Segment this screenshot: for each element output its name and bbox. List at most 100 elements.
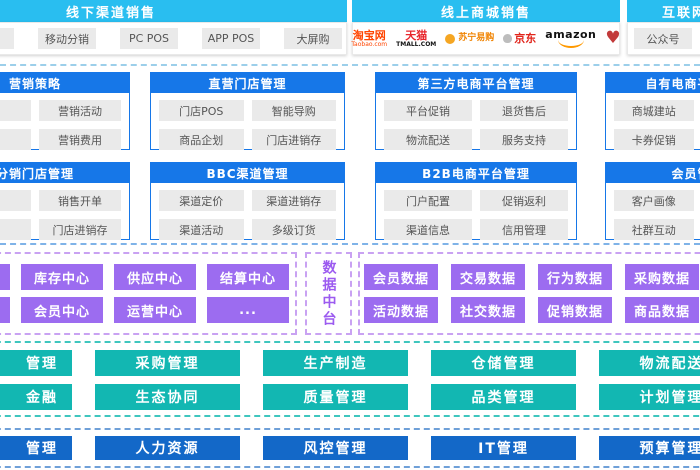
mgmt-item xyxy=(0,129,31,150)
data-block: 活动数据 xyxy=(364,297,438,323)
data-blocks-row: 活动数据 社交数据 促销数据 商品数据 xyxy=(360,297,700,323)
taobao-logo: 淘宝网 Taobao.com xyxy=(351,30,387,48)
data-block: 促销数据 xyxy=(538,297,612,323)
mgmt-box-items: 商城建站 卡券促销 xyxy=(606,93,700,157)
supply-block: 采购管理 xyxy=(95,350,240,376)
jd-logo: 京东 xyxy=(503,33,536,44)
business-centers-group: 库存中心 供应中心 结算中心 会员中心 运营中心 ... xyxy=(0,252,297,335)
centers-row: 会员中心 运营中心 ... xyxy=(0,297,295,323)
online-platform-logos: 淘宝网 Taobao.com 天猫 TMALL.COM 苏宁易购 京东 amaz… xyxy=(351,22,621,55)
section-title-internet: 互联网销售 xyxy=(627,0,700,22)
mgmt-item: 客户画像 xyxy=(614,190,694,211)
mgmt-item: 多级订货 xyxy=(251,219,336,240)
mgmt-box-direct-store: 直营门店管理 门店POS 智能导购 商品企划 门店进销存 xyxy=(150,72,345,150)
suning-logo: 苏宁易购 xyxy=(445,33,495,44)
mgmt-box-own-ecommerce: 自有电商平台管理 商城建站 卡券促销 xyxy=(605,72,700,150)
section-online-mall-sales: 线上商城销售 淘宝网 Taobao.com 天猫 TMALL.COM 苏宁易购 … xyxy=(351,0,621,57)
data-platform-label-box: 数据中台 xyxy=(305,252,352,335)
mgmt-box-distribution-store: 分销门店管理 销售开单 门店进销存 xyxy=(0,162,130,240)
heart-logo: ♥ xyxy=(605,28,621,48)
supply-block: 生态协同 xyxy=(95,384,240,410)
dashed-separator xyxy=(0,243,700,245)
section-title-online: 线上商城销售 xyxy=(352,0,620,22)
center-block: ... xyxy=(207,297,289,323)
mgmt-box-title: 营销策略 xyxy=(0,73,129,93)
mgmt-item: 门户配置 xyxy=(384,190,472,211)
section-offline-channel-sales: 线下渠道销售 移动分销 PC POS APP POS 大屏购 扫码购 xyxy=(0,0,424,57)
mgmt-item: 门店进销存 xyxy=(39,219,121,240)
mgmt-item: 物流配送 xyxy=(384,129,472,150)
mgmt-box-title: 分销门店管理 xyxy=(0,163,129,183)
mgmt-box-title: 直营门店管理 xyxy=(151,73,344,93)
mgmt-item: 平台促销 xyxy=(384,100,472,121)
mgmt-box-third-party-ecommerce: 第三方电商平台管理 平台促销 退货售后 物流配送 服务支持 xyxy=(375,72,577,150)
backend-row: 管理 人力资源 风控管理 IT管理 预算管理 xyxy=(0,436,700,460)
mgmt-box-items: 门户配置 促销返利 渠道信息 信用管理 xyxy=(376,183,576,247)
mgmt-item: 商城建站 xyxy=(614,100,694,121)
data-block: 采购数据 xyxy=(625,264,699,290)
backend-block: 预算管理 xyxy=(599,436,700,460)
backend-block: 风控管理 xyxy=(263,436,408,460)
backend-block: IT管理 xyxy=(431,436,576,460)
mgmt-item: 渠道定价 xyxy=(159,190,244,211)
backend-block: 管理 xyxy=(0,436,72,460)
mgmt-box-items: 客户画像 社群互动 xyxy=(606,183,700,247)
supply-block: 品类管理 xyxy=(431,384,576,410)
dashed-separator xyxy=(0,64,700,66)
internet-channel-items: 公众号 xyxy=(627,22,700,55)
tmall-logo: 天猫 TMALL.COM xyxy=(396,30,436,48)
mgmt-box-title: 会员管理 xyxy=(606,163,700,183)
center-block xyxy=(0,264,10,290)
mgmt-box-title: 第三方电商平台管理 xyxy=(376,73,576,93)
mgmt-item: 退货售后 xyxy=(480,100,568,121)
data-block: 会员数据 xyxy=(364,264,438,290)
mgmt-box-title: BBC渠道管理 xyxy=(151,163,344,183)
taobao-logo-text: 淘宝网 xyxy=(352,28,386,42)
center-block: 供应中心 xyxy=(114,264,196,290)
section-internet-sales: 互联网销售 公众号 xyxy=(627,0,700,57)
data-block: 商品数据 xyxy=(625,297,699,323)
mgmt-item: 渠道信息 xyxy=(384,219,472,240)
mgmt-item: 社群互动 xyxy=(614,219,694,240)
centers-row: 库存中心 供应中心 结算中心 xyxy=(0,264,295,290)
mgmt-item xyxy=(0,190,31,211)
mgmt-item: 服务支持 xyxy=(480,129,568,150)
supply-block: 物流配送 xyxy=(599,350,700,376)
mgmt-box-title: B2B电商平台管理 xyxy=(376,163,576,183)
amazon-logo-text: amazon xyxy=(545,28,597,41)
supply-block: 金融 xyxy=(0,384,72,410)
mgmt-item: 智能导购 xyxy=(251,100,336,121)
supply-chain-band: 管理 采购管理 生产制造 仓储管理 物流配送 金融 生态协同 质量管理 品类管理… xyxy=(0,341,700,417)
mgmt-item: 信用管理 xyxy=(480,219,568,240)
center-block: 运营中心 xyxy=(114,297,196,323)
supply-block: 仓储管理 xyxy=(431,350,576,376)
channel-item: 大屏购 xyxy=(284,28,342,49)
channel-item: PC POS xyxy=(120,28,178,49)
mgmt-item: 营销费用 xyxy=(39,129,121,150)
mgmt-box-marketing-strategy: 营销策略 营销活动 营销费用 xyxy=(0,72,130,150)
supply-row: 管理 采购管理 生产制造 仓储管理 物流配送 xyxy=(0,350,700,376)
supply-block: 生产制造 xyxy=(263,350,408,376)
tmall-logo-subtext: TMALL.COM xyxy=(396,40,437,48)
suning-logo-text: 苏宁易购 xyxy=(458,33,495,43)
backend-band: 管理 人力资源 风控管理 IT管理 预算管理 xyxy=(0,428,700,468)
mgmt-box-items: 销售开单 门店进销存 xyxy=(0,183,129,247)
taobao-logo-subtext: Taobao.com xyxy=(351,40,388,48)
mgmt-item: 营销活动 xyxy=(39,100,121,121)
supply-row: 金融 生态协同 质量管理 品类管理 计划管理 xyxy=(0,384,700,410)
mgmt-box-membership: 会员管理 客户画像 社群互动 xyxy=(605,162,700,240)
supply-block: 质量管理 xyxy=(263,384,408,410)
mgmt-box-title: 自有电商平台管理 xyxy=(606,73,700,93)
mgmt-item xyxy=(0,219,31,240)
mgmt-item: 促销返利 xyxy=(480,190,568,211)
data-platform-label: 数据中台 xyxy=(320,259,337,328)
mgmt-item: 商品企划 xyxy=(159,129,244,150)
supply-block: 管理 xyxy=(0,350,72,376)
section-title-offline: 线下渠道销售 xyxy=(0,0,347,22)
center-block: 结算中心 xyxy=(207,264,289,290)
mgmt-item: 卡券促销 xyxy=(614,129,694,150)
backend-block: 人力资源 xyxy=(95,436,240,460)
offline-channel-items: 移动分销 PC POS APP POS 大屏购 扫码购 xyxy=(0,22,424,55)
mgmt-box-items: 渠道定价 渠道进销存 渠道活动 多级订货 xyxy=(151,183,344,247)
